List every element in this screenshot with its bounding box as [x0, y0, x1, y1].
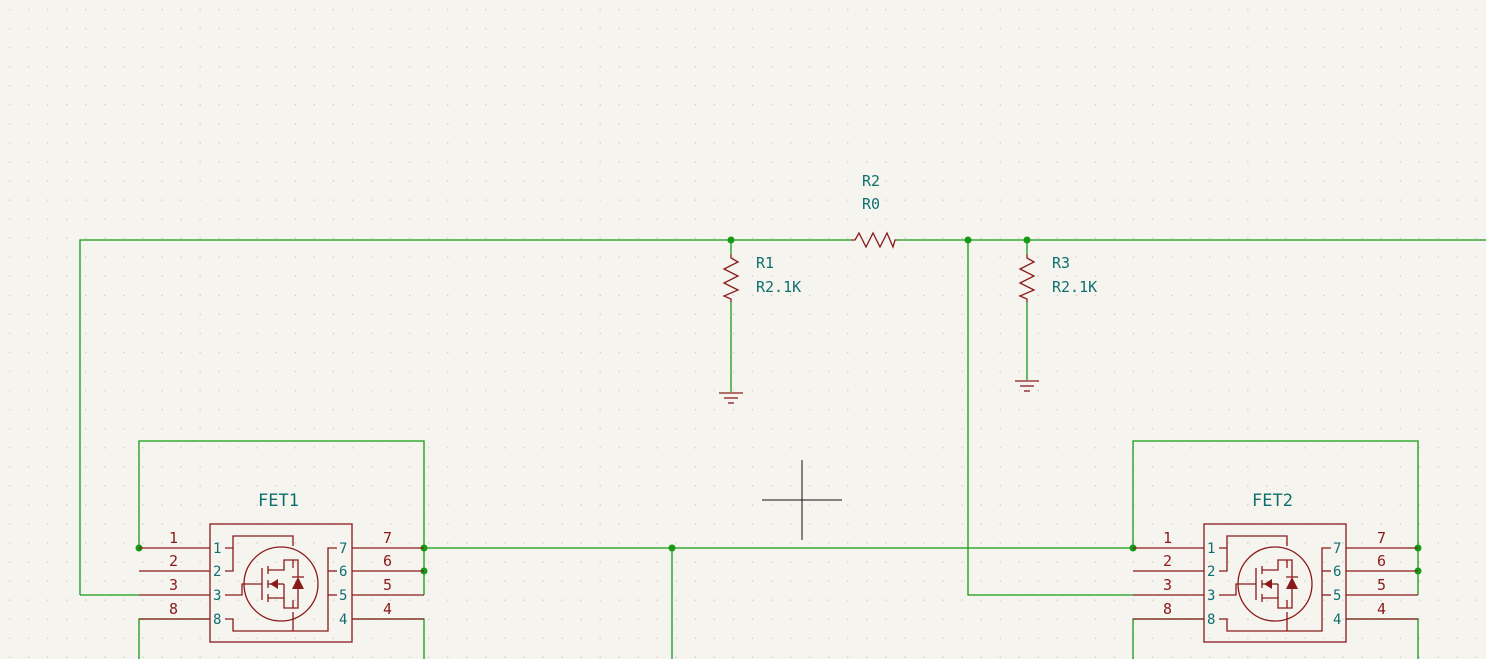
mosfet-drain — [1262, 559, 1288, 571]
junction — [1023, 236, 1031, 244]
internal-trace — [225, 548, 234, 572]
junction — [964, 236, 972, 244]
diode-lead — [1287, 589, 1293, 609]
mosfet-source — [268, 597, 294, 609]
pin-number: 5 — [1377, 576, 1386, 594]
diode-triangle — [292, 577, 304, 589]
pin-name: 1 — [1207, 541, 1215, 557]
junction — [727, 236, 735, 244]
diode-lead — [293, 559, 299, 577]
pin-number: 2 — [169, 552, 178, 570]
diode-triangle — [1286, 577, 1298, 589]
crosshair-cursor-icon — [762, 460, 842, 540]
fet-fet1[interactable]: FET1 1 2 3 8 1 2 3 8 7 6 5 4 7 6 5 4 — [138, 440, 425, 659]
pin-number: 1 — [1163, 529, 1172, 547]
pin-name: 5 — [339, 588, 347, 604]
fet-loop-wire — [1132, 440, 1419, 595]
fet-body — [209, 523, 353, 643]
pin-name: 8 — [213, 612, 221, 628]
mosfet-symbol-circle — [1237, 546, 1313, 622]
fet-body — [1203, 523, 1347, 643]
mosfet-drain — [268, 559, 294, 571]
pin-number: 8 — [1163, 600, 1172, 618]
wires — [79, 239, 1486, 659]
resistor-zigzag — [722, 254, 740, 302]
fet-loop-wire — [138, 440, 425, 595]
resistor-ref: R3 — [1052, 254, 1070, 272]
ground-symbol[interactable] — [1015, 380, 1039, 392]
internal-trace — [1219, 535, 1288, 549]
pin-number: 5 — [383, 576, 392, 594]
pin-number: 6 — [1377, 552, 1386, 570]
pin-number: 3 — [1163, 576, 1172, 594]
internal-trace — [225, 535, 294, 549]
pin-number: 2 — [1163, 552, 1172, 570]
mosfet-arrow — [270, 579, 278, 589]
fet-ref: FET2 — [1252, 491, 1293, 511]
resistor-value: R2.1K — [756, 278, 801, 296]
pin-name: 1 — [213, 541, 221, 557]
diode-lead — [1287, 559, 1293, 577]
resistor-zigzag — [1018, 254, 1036, 302]
fet-ref: FET1 — [258, 491, 299, 511]
internal-trace — [225, 583, 262, 596]
pin-name: 7 — [1333, 541, 1341, 557]
pin-name: 8 — [1207, 612, 1215, 628]
resistor-r3[interactable]: R3 R2.1K — [1018, 254, 1097, 302]
resistor-zigzag — [851, 231, 897, 249]
mosfet-symbol-circle — [243, 546, 319, 622]
internal-trace — [225, 547, 337, 632]
pin-name: 5 — [1333, 588, 1341, 604]
fet-fet2[interactable]: FET2 1 2 3 8 1 2 3 8 7 6 5 4 7 6 5 4 — [1132, 440, 1419, 659]
resistor-ref: R2 — [862, 172, 880, 190]
diode-lead — [293, 589, 299, 609]
pin-number: 7 — [1377, 529, 1386, 547]
wire-center-down[interactable] — [967, 240, 1133, 596]
resistor-ref: R1 — [756, 254, 774, 272]
pin-name: 6 — [1333, 564, 1341, 580]
pin-name: 4 — [1333, 612, 1341, 628]
resistor-r1[interactable]: R1 R2.1K — [722, 254, 801, 302]
internal-trace — [1219, 548, 1228, 572]
internal-trace — [1219, 583, 1256, 596]
pin-number: 4 — [1377, 600, 1386, 618]
pin-name: 4 — [339, 612, 347, 628]
pin-number: 7 — [383, 529, 392, 547]
pin-number: 6 — [383, 552, 392, 570]
wire-left-loop[interactable] — [79, 239, 851, 595]
mosfet-source — [1262, 597, 1288, 609]
pin-number: 1 — [169, 529, 178, 547]
pin-name: 3 — [213, 588, 221, 604]
pin-name: 3 — [1207, 588, 1215, 604]
resistor-r2[interactable]: R2 R0 — [851, 172, 897, 249]
pin-number: 4 — [383, 600, 392, 618]
internal-trace — [1219, 547, 1331, 632]
pin-number: 3 — [169, 576, 178, 594]
resistor-value: R2.1K — [1052, 278, 1097, 296]
pin-name: 7 — [339, 541, 347, 557]
pin-name: 2 — [1207, 564, 1215, 580]
junction — [668, 544, 676, 552]
pin-name: 2 — [213, 564, 221, 580]
mosfet-arrow — [1264, 579, 1272, 589]
ground-symbol[interactable] — [719, 392, 743, 404]
pin-number: 8 — [169, 600, 178, 618]
resistor-value: R0 — [862, 195, 880, 213]
pin-name: 6 — [339, 564, 347, 580]
